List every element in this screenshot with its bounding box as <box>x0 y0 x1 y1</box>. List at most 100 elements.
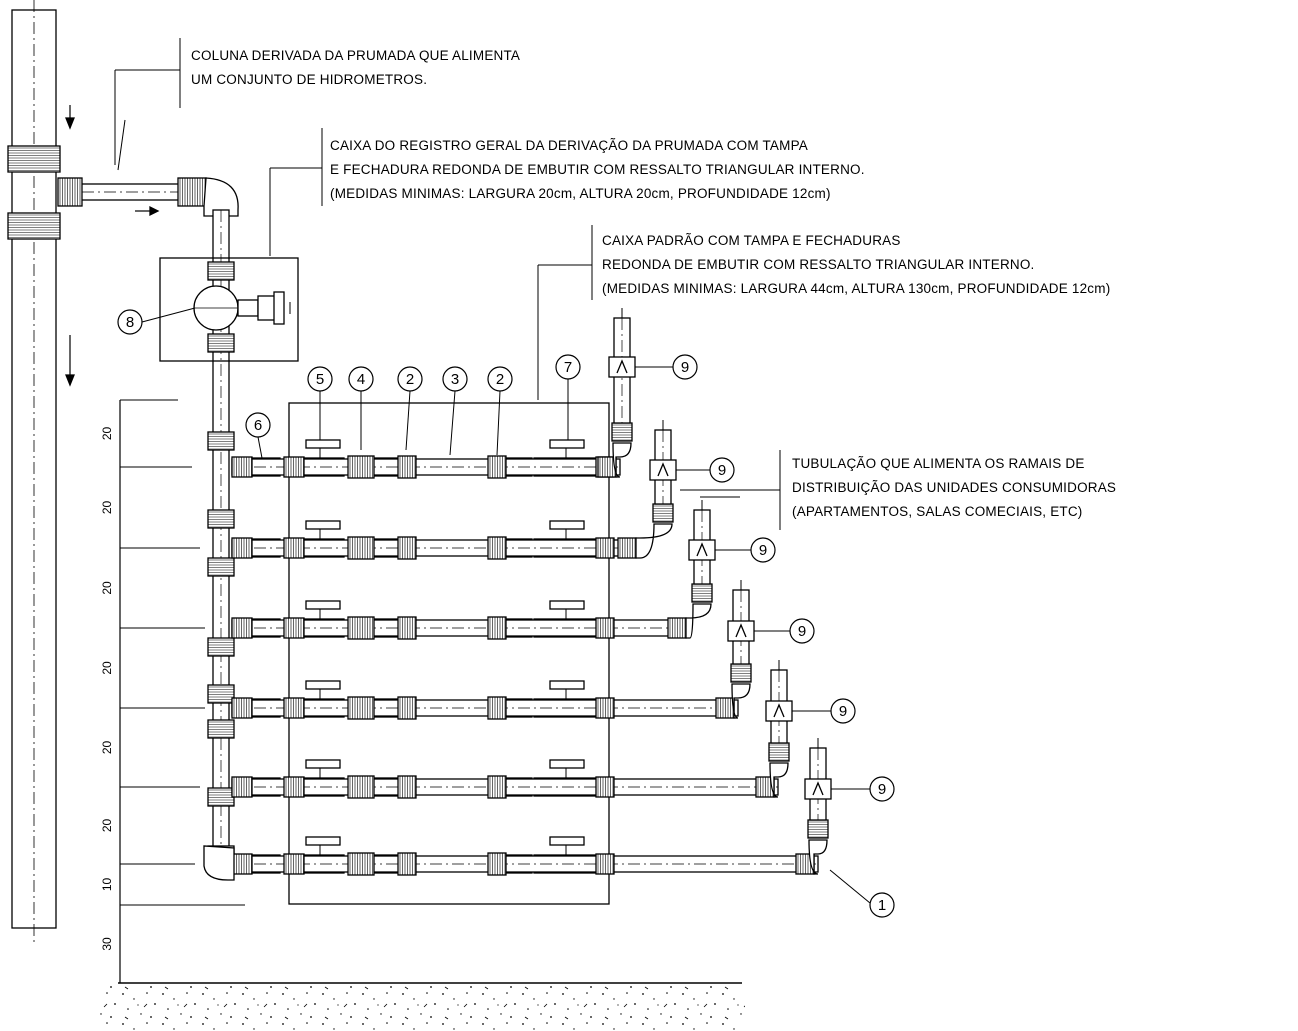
fitting-body <box>487 696 507 720</box>
row-coupling <box>487 455 507 479</box>
valve-handle <box>305 520 341 530</box>
elbow-coupling <box>617 537 637 559</box>
row-coupling <box>487 536 507 560</box>
note-line: (MEDIDAS MINIMAS: LARGURA 44cm, ALTURA 1… <box>602 281 1111 296</box>
callout-leader <box>141 307 196 323</box>
fitting-body <box>617 537 637 559</box>
row-union <box>347 696 375 720</box>
fitting-body <box>667 617 687 639</box>
callout-number: 9 <box>798 623 806 640</box>
riser-elbow <box>808 839 828 875</box>
fitting-body <box>595 697 615 719</box>
hydrometer-mark <box>696 542 708 557</box>
leader-derived-column <box>117 119 126 171</box>
hydrometer-mark <box>657 462 669 477</box>
callout-number: 9 <box>839 703 847 720</box>
row-coupling <box>231 456 253 478</box>
fitting-body <box>283 853 305 875</box>
callout-number: 9 <box>759 542 767 559</box>
fitting-body <box>283 456 305 478</box>
dimension-value: 10 <box>100 878 114 892</box>
header-coupling <box>207 333 235 353</box>
callout-leader <box>496 390 501 456</box>
callout: 9 <box>754 618 815 644</box>
callout-number: 7 <box>564 359 572 376</box>
row-coupling <box>283 456 305 478</box>
hydrometer-mark <box>773 703 785 718</box>
dimension-value: 20 <box>100 581 114 595</box>
valve-handle <box>549 836 585 846</box>
note-general-register-box: CAIXA DO REGISTRO GERAL DA DERIVAÇÃO DA … <box>330 134 865 206</box>
callout: 9 <box>676 457 735 483</box>
fitting-body <box>595 776 615 798</box>
fitting-body <box>231 617 253 639</box>
fitting-body <box>691 583 713 603</box>
valve-handle <box>305 836 341 846</box>
valve-handle <box>549 439 585 449</box>
valve-handle <box>305 600 341 610</box>
row-coupling <box>283 776 305 798</box>
fitting-body <box>207 557 235 577</box>
fitting-body <box>207 333 235 353</box>
dimension-value: 30 <box>100 937 114 951</box>
fitting-body <box>283 537 305 559</box>
row-coupling <box>397 455 417 479</box>
row-pipe <box>231 855 819 873</box>
callout-leader <box>405 390 411 451</box>
fitting-body <box>283 776 305 798</box>
bottom-elbow <box>203 845 235 881</box>
callout: 6 <box>245 412 271 459</box>
callout-number: 3 <box>451 371 459 388</box>
row-coupling <box>397 775 417 799</box>
callout-number: 5 <box>316 371 324 388</box>
dimension-value: 20 <box>100 661 114 675</box>
note-line: DISTRIBUIÇÃO DAS UNIDADES CONSUMIDORAS <box>792 480 1117 495</box>
row-coupling <box>487 775 507 799</box>
valve-handle <box>305 759 341 769</box>
fitting-body <box>207 719 235 739</box>
dimension-value: 20 <box>100 427 114 441</box>
riser-elbow <box>769 762 789 798</box>
fitting-body <box>487 536 507 560</box>
header-coupling <box>207 557 235 577</box>
fitting-body <box>487 455 507 479</box>
note-line: UM CONJUNTO DE HIDROMETROS. <box>191 72 428 87</box>
valve-handle <box>549 600 585 610</box>
note-line: CAIXA DO REGISTRO GERAL DA DERIVAÇÃO DA … <box>330 138 808 153</box>
valve-handle <box>549 680 585 690</box>
row-coupling <box>231 617 253 639</box>
fitting-body <box>487 616 507 640</box>
elbow-coupling <box>768 742 790 762</box>
row-union <box>347 775 375 799</box>
row-coupling <box>397 696 417 720</box>
header-coupling <box>207 509 235 529</box>
callout: 7 <box>555 354 581 440</box>
row-coupling <box>487 616 507 640</box>
flow-arrow-head <box>65 374 75 387</box>
valve-stem <box>237 299 259 317</box>
callout: 2 <box>487 366 513 456</box>
note-line: CAIXA PADRÃO COM TAMPA E FECHADURAS <box>602 233 901 248</box>
callout-number: 9 <box>681 359 689 376</box>
callout-leader <box>257 436 263 459</box>
row-coupling <box>231 537 253 559</box>
valve-handle <box>549 520 585 530</box>
fitting-body <box>397 616 417 640</box>
callout-number: 8 <box>126 314 134 331</box>
dimension-value: 20 <box>100 741 114 755</box>
fitting-body <box>595 853 615 875</box>
elbow-coupling <box>611 422 633 442</box>
main-riser <box>11 0 57 945</box>
fitting-body <box>730 663 752 683</box>
note-derived-column: COLUNA DERIVADA DA PRUMADA QUE ALIMENTA … <box>191 44 520 92</box>
general-register-box <box>159 257 299 362</box>
flow-arrow-head <box>149 205 160 217</box>
note-line: REDONDA DE EMBUTIR COM RESSALTO TRIANGUL… <box>602 257 1035 272</box>
fitting-body <box>207 787 235 807</box>
riser-coupling <box>7 212 61 240</box>
row-coupling <box>231 853 253 875</box>
fitting-body <box>207 509 235 529</box>
note-line: TUBULAÇÃO QUE ALIMENTA OS RAMAIS DE <box>792 456 1085 471</box>
ground-texture <box>100 985 745 1031</box>
